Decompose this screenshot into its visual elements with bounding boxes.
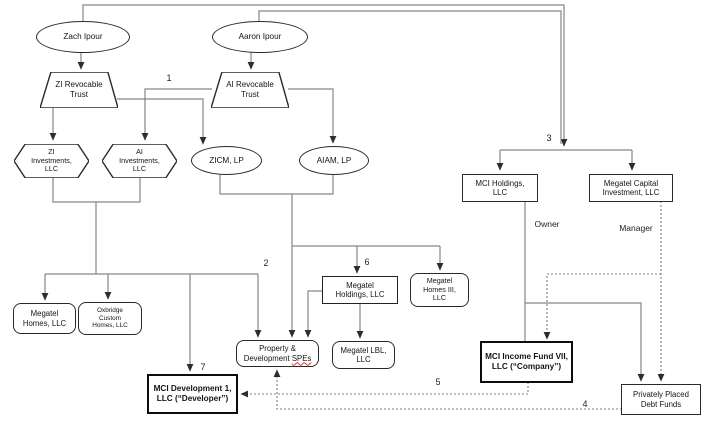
- edge-label-owner: Owner: [534, 219, 560, 229]
- node-mci-income-fund-vii: MCI Income Fund VII, LLC (“Company”): [480, 341, 573, 383]
- node-privately-placed-debt-funds: Privately Placed Debt Funds: [621, 384, 701, 415]
- edge-ai-trust-to-aiam: [288, 88, 337, 144]
- node-megatel-lbl-label: Megatel LBL, LLC: [340, 345, 387, 365]
- node-privately-placed-debt-funds-label: Privately Placed Debt Funds: [633, 390, 689, 409]
- edge-number-1: 1: [166, 73, 172, 83]
- node-mci-holdings: MCI Holdings, LLC: [462, 174, 538, 202]
- node-megatel-homes: Megatel Homes, LLC: [13, 303, 76, 334]
- edge-aaron-top-rail: [258, 10, 562, 144]
- node-megatel-lbl: Megatel LBL, LLC: [332, 341, 395, 369]
- node-property-development-spes: Property & Development SPEs: [236, 340, 319, 367]
- node-aaron-ipour: Aaron Ipour: [212, 21, 308, 53]
- edge-owner-branch-debt-funds: [525, 302, 645, 382]
- node-ai-revocable-trust: AI Revocable Trust: [211, 72, 289, 108]
- trapezoid-shape: [211, 72, 289, 108]
- node-zi-revocable-trust: ZI Revocable Trust: [40, 72, 118, 108]
- spes-line2a: Development: [243, 353, 290, 363]
- node-ai-revocable-trust-label: AI Revocable Trust: [226, 80, 274, 99]
- edge-number-4: 4: [582, 399, 588, 409]
- node-zi-investments: ZI Investments, LLC: [14, 144, 89, 178]
- node-mci-holdings-label: MCI Holdings, LLC: [475, 178, 525, 198]
- edge-number-3: 3: [546, 133, 552, 143]
- node-megatel-homes-iii: Megatel Homes III, LLC: [410, 273, 469, 307]
- node-megatel-holdings: Megatel Holdings, LLC: [322, 276, 398, 304]
- node-ai-investments: AI Investments, LLC: [102, 144, 177, 178]
- node-zach-ipour: Zach Ipour: [36, 21, 130, 53]
- node-oxbridge-custom-homes-label: Oxbridge Custom Homes, LLC: [92, 306, 128, 330]
- edge-manager-to-company: [543, 273, 661, 340]
- edge-ai-trust-to-ai-investments: [141, 88, 212, 141]
- edge-number-2: 2: [263, 258, 269, 268]
- spes-line2b: SPEs: [291, 353, 312, 363]
- hexagon-shape: [14, 144, 89, 178]
- node-megatel-capital-investment-label: Megatel Capital Investment, LLC: [602, 178, 660, 198]
- edge-lp-join: [219, 175, 334, 195]
- node-ai-investments-label: AI Investments, LLC: [119, 146, 160, 174]
- node-aaron-ipour-label: Aaron Ipour: [238, 32, 282, 41]
- edge-number-5: 5: [435, 377, 441, 387]
- node-zicm-lp: ZICM, LP: [191, 146, 262, 175]
- node-zach-ipour-label: Zach Ipour: [63, 32, 103, 41]
- trapezoid-shape: [40, 72, 118, 108]
- node-aiam-lp-label: AIAM, LP: [316, 155, 352, 165]
- node-megatel-holdings-label: Megatel Holdings, LLC: [335, 280, 385, 300]
- node-mci-development-1: MCI Development 1, LLC (“Developer”): [147, 374, 238, 414]
- edge-company-to-developer: [240, 382, 529, 398]
- node-mci-development-1-label: MCI Development 1, LLC (“Developer”): [153, 384, 232, 403]
- node-zicm-lp-label: ZICM, LP: [209, 155, 244, 165]
- edge-label-manager: Manager: [619, 223, 653, 233]
- node-megatel-homes-iii-label: Megatel Homes III, LLC: [423, 275, 456, 303]
- edge-zi-trust-to-zicm: [117, 98, 207, 145]
- edge-investments-join: [52, 178, 141, 203]
- node-megatel-capital-investment: Megatel Capital Investment, LLC: [589, 174, 673, 202]
- node-aiam-lp: AIAM, LP: [299, 146, 369, 175]
- edge-holdings-to-spes: [304, 290, 323, 338]
- edge-number-6: 6: [364, 257, 370, 267]
- edge-zach-top-rail: [82, 4, 568, 147]
- edge-number-7: 7: [200, 362, 206, 372]
- node-mci-income-fund-vii-label: MCI Income Fund VII, LLC (“Company”): [485, 352, 568, 371]
- node-property-development-spes-label: Property & Development SPEs: [244, 344, 312, 363]
- hexagon-shape: [102, 144, 177, 178]
- node-zi-revocable-trust-label: ZI Revocable Trust: [55, 80, 103, 99]
- node-megatel-homes-label: Megatel Homes, LLC: [22, 309, 67, 328]
- node-zi-investments-label: ZI Investments, LLC: [31, 146, 72, 174]
- spes-line1: Property &: [259, 344, 296, 353]
- node-oxbridge-custom-homes: Oxbridge Custom Homes, LLC: [78, 302, 142, 335]
- edge-debt-funds-to-spes: [273, 369, 622, 410]
